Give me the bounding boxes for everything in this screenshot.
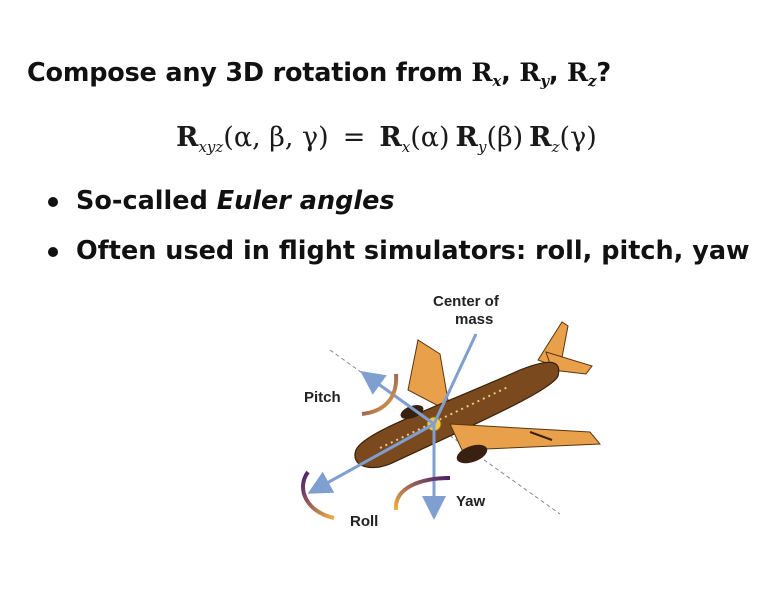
pitch-arrow xyxy=(360,370,435,426)
bullet-dot xyxy=(48,197,58,207)
rz-symbol: Rz xyxy=(567,58,597,90)
near-wing xyxy=(449,423,602,451)
center-of-mass-label-1: Center of xyxy=(433,293,500,310)
bullet-list: So-called Euler angles Often used in fli… xyxy=(44,186,750,286)
fuselage-windows xyxy=(379,385,511,449)
slide-title: Compose any 3D rotation from Rx, Ry, Rz? xyxy=(27,58,611,90)
wing-stripe xyxy=(529,431,553,441)
pitch-label: Pitch xyxy=(304,389,341,406)
bullet-euler-angles: So-called Euler angles xyxy=(44,186,750,216)
center-of-mass-label-2: mass xyxy=(455,311,493,328)
engine-far xyxy=(400,405,424,419)
ry-symbol: Ry xyxy=(519,58,549,90)
roll-arrow xyxy=(307,422,435,494)
center-pointer-line xyxy=(432,333,478,425)
airplane-diagram: Center of mass Pitch Roll Yaw xyxy=(301,293,602,530)
engine-near xyxy=(456,444,488,464)
euler-equation: Rxyz(α, β, γ)=Rx(α)Ry(β)Rz(γ) xyxy=(176,122,597,156)
bullet-dot xyxy=(48,247,58,257)
far-wing xyxy=(407,339,451,413)
bullet-flight-simulators: Often used in flight simulators: roll, p… xyxy=(44,236,750,266)
yaw-arc xyxy=(393,476,451,511)
pitch-arc xyxy=(361,373,399,416)
yaw-label: Yaw xyxy=(456,493,486,510)
rx-symbol: Rx xyxy=(471,58,502,90)
roll-arc xyxy=(301,470,335,520)
roll-label: Roll xyxy=(350,513,378,530)
